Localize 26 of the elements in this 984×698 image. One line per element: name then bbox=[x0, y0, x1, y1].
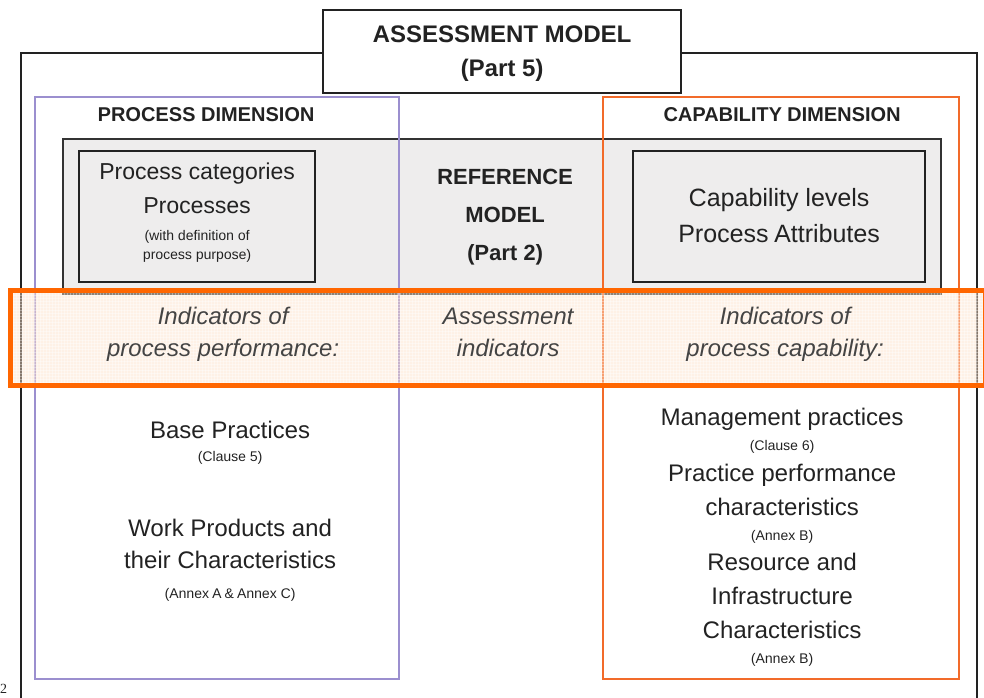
practice-name: Work Products and their Characteristics bbox=[122, 514, 338, 576]
title-box: ASSESSMENT MODEL (Part 5) bbox=[322, 9, 682, 94]
box-title: Process categories Processes bbox=[98, 157, 296, 220]
practice-name: Management practices bbox=[660, 403, 904, 433]
reference-note: (Clause 6) bbox=[748, 436, 816, 454]
reference-note: (Clause 5) bbox=[196, 447, 264, 466]
practice-name: Practice performance characteristics bbox=[666, 459, 898, 523]
reference-note: (Annex A & Annex C) bbox=[164, 584, 296, 602]
indicator-text: Assessment indicators bbox=[440, 302, 575, 364]
process-dimension-panel bbox=[34, 96, 400, 680]
practice-name: Resource and Infrastructure Characteristics bbox=[702, 548, 862, 646]
practice-name: Base Practices bbox=[148, 416, 312, 446]
panel-heading: PROCESS DIMENSION bbox=[96, 103, 316, 128]
capability-box bbox=[632, 150, 926, 283]
box-note: (with definition of process purpose) bbox=[142, 226, 252, 264]
box-title: Capability levels Process Attributes bbox=[677, 183, 881, 250]
capability-dimension-panel bbox=[602, 96, 960, 680]
reference-model-title: REFERENCE MODEL (Part 2) bbox=[436, 163, 574, 267]
process-box bbox=[78, 150, 316, 283]
panel-heading: CAPABILITY DIMENSION bbox=[662, 103, 902, 128]
indicator-text: Indicators of process capability: bbox=[684, 302, 885, 364]
reference-note: (Annex B) bbox=[750, 526, 814, 544]
indicators-band bbox=[8, 288, 984, 388]
reference-note: (Annex B) bbox=[750, 649, 814, 668]
indicator-text: Indicators of process performance: bbox=[106, 302, 340, 364]
page-number: 2 bbox=[0, 682, 7, 698]
